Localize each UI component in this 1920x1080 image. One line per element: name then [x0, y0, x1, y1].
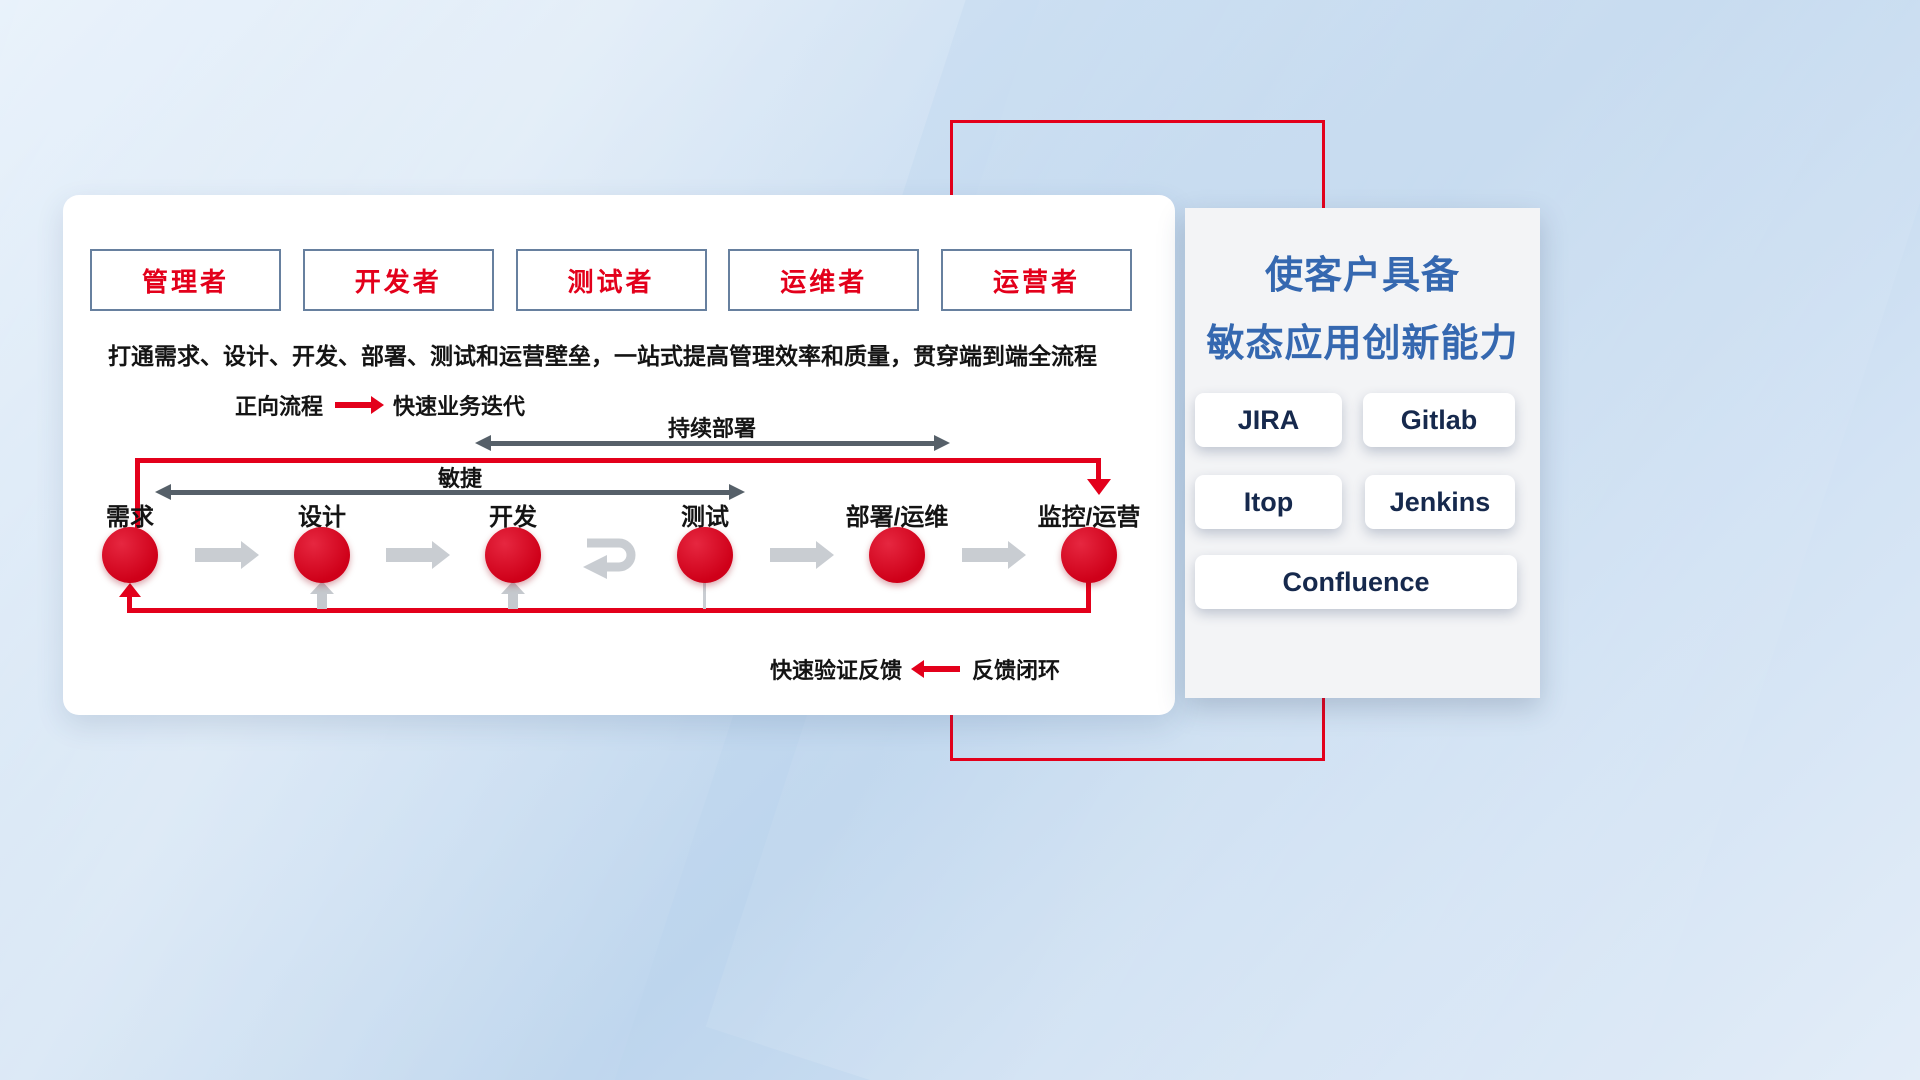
stage-label-requirements: 需求	[106, 504, 154, 531]
feedback-loop-left-segment	[127, 596, 132, 610]
stage-label-deploy-ops: 部署/运维	[845, 504, 949, 531]
role-box-manager: 管理者	[90, 249, 281, 311]
iteration-loop-icon	[583, 538, 636, 579]
agile-arrow	[155, 484, 745, 500]
forward-arrow-icon	[335, 396, 385, 414]
tool-badge-jira: JIRA	[1195, 393, 1342, 447]
tool-badge-gitlab: Gitlab	[1363, 393, 1515, 447]
stage-circle-requirements	[102, 527, 158, 583]
roles-row: 管理者 开发者 测试者 运维者 运营者	[90, 249, 1132, 311]
legend-forward-label: 正向流程	[235, 394, 324, 419]
stage-circle-monitor-ops	[1061, 527, 1117, 583]
flow-arrow-4	[962, 541, 1026, 569]
stage-circle-test	[677, 527, 733, 583]
panel-title-line2: 敏态应用创新能力	[1206, 323, 1519, 365]
agile-label: 敏捷	[437, 466, 482, 491]
feedback-arrow-icon	[911, 660, 961, 678]
stage-circle-deploy-ops	[869, 527, 925, 583]
legend-forward-desc: 快速业务迭代	[393, 394, 526, 419]
legend-feedback-desc: 反馈闭环	[972, 658, 1061, 683]
stage-label-monitor-ops: 监控/运营	[1037, 504, 1141, 531]
role-box-developer: 开发者	[302, 249, 494, 311]
flow-arrow-3	[770, 541, 834, 569]
feedback-up-arrow-design	[310, 581, 334, 609]
stage-circle-design	[294, 527, 350, 583]
panel-title-line1: 使客户具备	[1264, 255, 1460, 297]
feedback-loop-bottom-segment	[127, 608, 1091, 613]
feedback-loop-arrowhead-up	[119, 583, 141, 597]
devops-flow-card: 管理者 开发者 测试者 运维者 运营者 打通需求、设计、开发、部署、测试和运营壁…	[63, 195, 1175, 715]
legend-forward: 正向流程 快速业务迭代	[235, 389, 525, 421]
stage-circle-dev	[485, 527, 541, 583]
card-subtitle: 打通需求、设计、开发、部署、测试和运营壁垒，一站式提高管理效率和质量，贯穿端到端…	[108, 343, 1097, 369]
feedback-loop-right-segment	[1086, 581, 1091, 613]
stage-label-dev: 开发	[489, 504, 537, 531]
tool-badge-jenkins: Jenkins	[1365, 475, 1515, 529]
role-box-operator: 运营者	[941, 249, 1132, 311]
forward-loop-arrowhead-down	[1087, 479, 1111, 495]
legend-feedback: 快速验证反馈 反馈闭环	[770, 653, 1060, 685]
tool-badge-confluence: Confluence	[1195, 555, 1517, 609]
tool-badge-itop: Itop	[1195, 475, 1342, 529]
flow-arrow-1	[195, 541, 259, 569]
capability-panel: 使客户具备 敏态应用创新能力 JIRA Gitlab Itop Jenkins …	[1185, 208, 1540, 698]
continuous-deploy-arrow	[475, 435, 950, 451]
continuous-deploy-label: 持续部署	[667, 416, 756, 441]
forward-loop-right-segment	[1096, 458, 1101, 480]
flow-arrow-2	[386, 541, 450, 569]
stage-label-test: 测试	[681, 504, 729, 531]
stage-label-design: 设计	[298, 504, 346, 531]
feedback-connector-test	[703, 583, 706, 609]
feedback-up-arrow-dev	[501, 581, 525, 609]
forward-loop-left-segment	[135, 458, 140, 528]
role-box-tester: 测试者	[515, 249, 707, 311]
role-box-ops: 运维者	[728, 249, 920, 311]
legend-feedback-label: 快速验证反馈	[770, 658, 903, 683]
forward-loop-top-segment	[135, 458, 1101, 463]
